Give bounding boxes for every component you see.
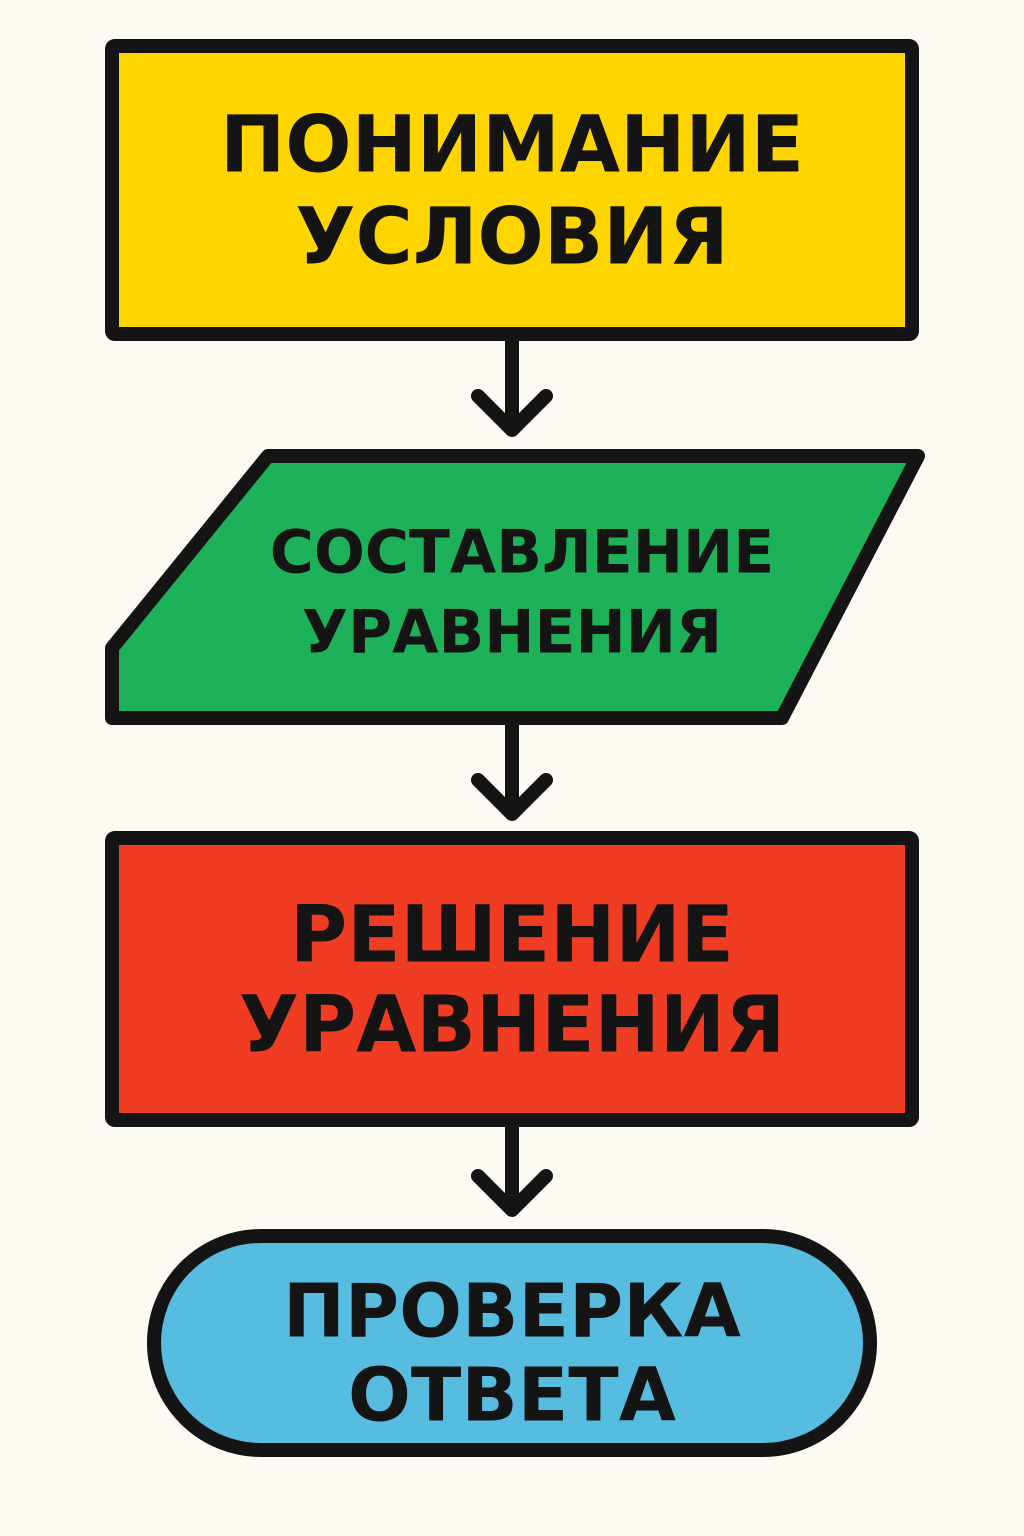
node-understand-label-line-2: УСЛОВИЯ (295, 192, 728, 282)
node-compose-label-line-1: СОСТАВЛЕНИЕ (270, 518, 774, 588)
node-check-label-line-2: ОТВЕТА (348, 1353, 676, 1439)
node-solve-label-line-1: РЕШЕНИЕ (290, 890, 734, 980)
edge-solve-to-check (471, 1115, 553, 1217)
node-compose: СОСТАВЛЕНИЕ УРАВНЕНИЯ (105, 449, 925, 725)
node-check-label-line-1: ПРОВЕРКА (283, 1269, 741, 1355)
edge-compose-to-solve (471, 715, 553, 821)
node-understand-label-line-1: ПОНИМАНИЕ (220, 100, 804, 190)
node-compose-shape (105, 449, 925, 725)
node-check: ПРОВЕРКА ОТВЕТА (147, 1229, 877, 1457)
node-compose-label-line-2: УРАВНЕНИЯ (302, 598, 722, 668)
node-solve-shape (105, 831, 919, 1127)
edge-understand-to-compose (471, 333, 553, 437)
node-understand: ПОНИМАНИЕ УСЛОВИЯ (105, 39, 919, 341)
node-check-shape (147, 1229, 877, 1457)
node-solve: РЕШЕНИЕ УРАВНЕНИЯ (105, 831, 919, 1127)
node-understand-shape (105, 39, 919, 341)
node-solve-label-line-2: УРАВНЕНИЯ (239, 980, 785, 1070)
